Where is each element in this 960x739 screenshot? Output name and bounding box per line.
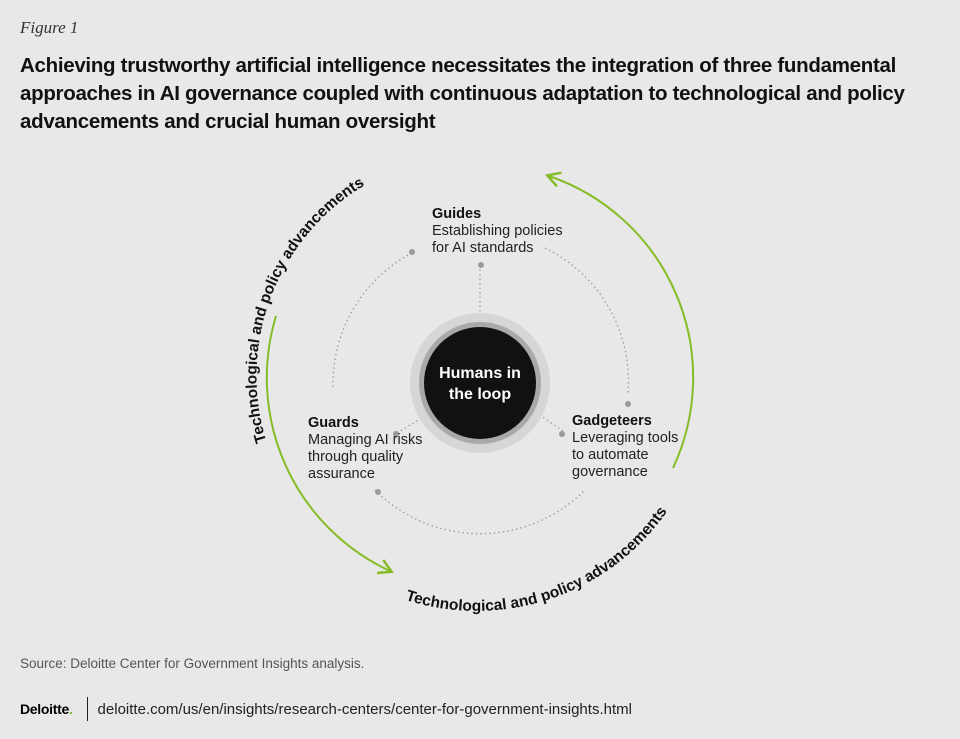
center-circle: [424, 327, 536, 439]
node-gadgeteers-title: Gadgeteers: [572, 413, 652, 429]
outer-label-top: Technological and policy advancements: [243, 174, 367, 445]
node-guards-title: Guards: [308, 415, 359, 431]
figure-label: Figure 1: [20, 18, 79, 37]
node-guides: Guides Establishing policies for AI stan…: [432, 206, 572, 257]
node-guards-desc: Managing AI risks through quality assura…: [308, 432, 423, 482]
footer-url-link[interactable]: deloitte.com/us/en/insights/research-cen…: [97, 700, 632, 718]
node-gadgeteers: Gadgeteers Leveraging tools to automate …: [572, 413, 684, 481]
green-arrow-right: [544, 171, 695, 469]
node-guards: Guards Managing AI risks through quality…: [308, 415, 428, 483]
outer-label-bottom: Technological and policy advancements: [404, 504, 671, 615]
figure-title: Achieving trustworthy artificial intelli…: [20, 54, 905, 133]
node-gadgeteers-desc: Leveraging tools to automate governance: [572, 430, 679, 480]
center-label-line1: Humans in: [439, 365, 521, 382]
deloitte-logo: Deloitte.: [20, 701, 73, 717]
center-label-line2: the loop: [449, 386, 511, 403]
connector-dots: [375, 249, 631, 495]
source-note: Source: Deloitte Center for Government I…: [20, 656, 365, 671]
green-arrow-left: [265, 315, 394, 575]
node-guides-title: Guides: [432, 206, 482, 222]
footer: Deloitte. deloitte.com/us/en/insights/re…: [20, 697, 632, 721]
node-guides-desc: Establishing policies for AI standards: [432, 223, 563, 256]
footer-divider: [86, 697, 88, 721]
